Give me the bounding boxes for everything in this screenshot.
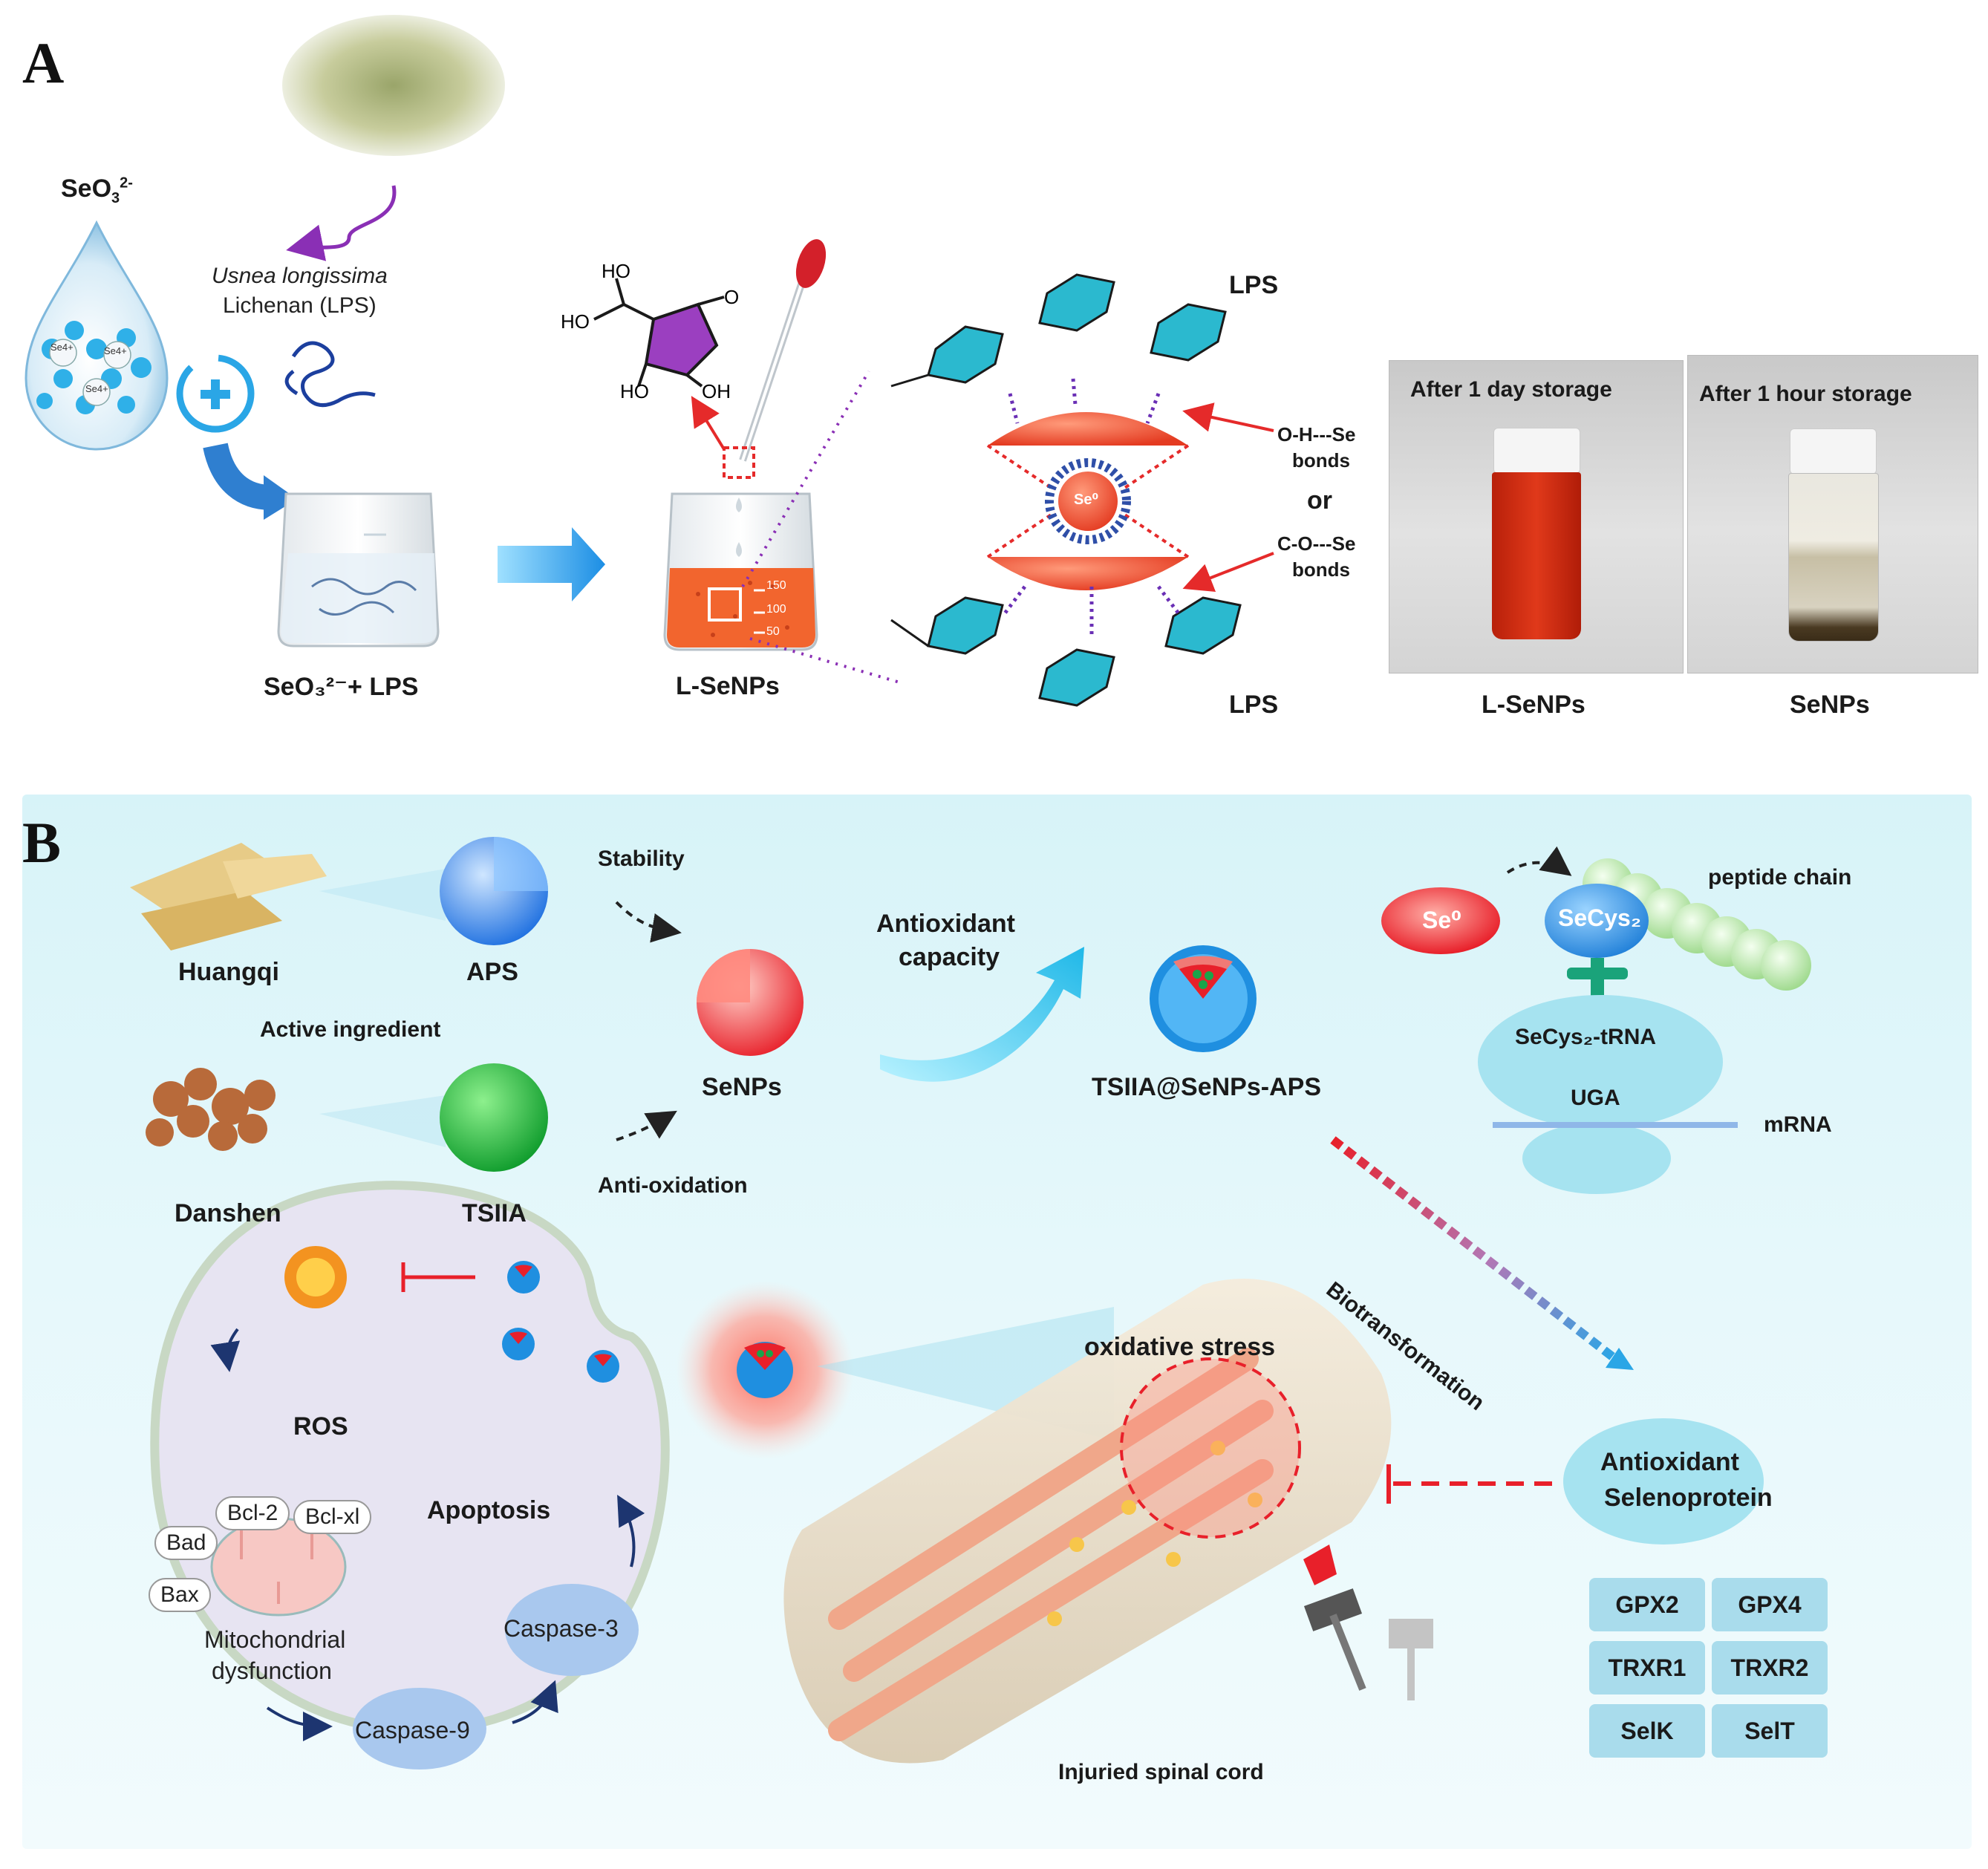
caspase9-label: Caspase-9 bbox=[355, 1717, 470, 1744]
beaker-mark-100: 100 bbox=[766, 603, 786, 616]
huangqi-herb bbox=[130, 843, 327, 950]
selenoprotein-gpx2: GPX2 bbox=[1589, 1578, 1705, 1631]
bond-1-suffix: bonds bbox=[1292, 449, 1350, 472]
photo2-caption: After 1 hour storage bbox=[1699, 382, 1912, 406]
beaker1-label: SeO₃²⁻+ LPS bbox=[264, 673, 419, 701]
secys2-trna-label: SeCys₂-tRNA bbox=[1515, 1025, 1657, 1049]
lps-top-rings bbox=[890, 273, 1227, 388]
photo1-caption: After 1 day storage bbox=[1410, 377, 1612, 402]
bond-2-suffix: bonds bbox=[1292, 558, 1350, 581]
molecule-o: O bbox=[724, 286, 740, 308]
anti-oxidation-label: Anti-oxidation bbox=[598, 1173, 748, 1198]
spinal-cord bbox=[783, 1279, 1392, 1764]
se0-label: Se⁰ bbox=[1422, 907, 1462, 933]
beaker-2 bbox=[663, 492, 818, 651]
danshen-herb bbox=[146, 1068, 276, 1151]
antioxidant-capacity-label-1: Antioxidant bbox=[876, 910, 1015, 938]
panel-b-letter: B bbox=[22, 810, 62, 875]
or-label: or bbox=[1307, 486, 1332, 515]
selenoprotein-selk: SelK bbox=[1589, 1704, 1705, 1758]
ribosome-large bbox=[1478, 995, 1723, 1129]
beaker-mark-150: 150 bbox=[766, 579, 786, 592]
beaker2-label: L-SeNPs bbox=[676, 672, 780, 700]
caspase3-label: Caspase-3 bbox=[503, 1615, 619, 1642]
lichenan-label: Lichenan (LPS) bbox=[223, 293, 377, 318]
aps-label: APS bbox=[466, 958, 518, 986]
ion-label-1: Se4+ bbox=[50, 342, 74, 353]
stability-label: Stability bbox=[598, 847, 685, 871]
beaker-1 bbox=[277, 492, 440, 648]
mrna-label: mRNA bbox=[1764, 1112, 1832, 1137]
oxidative-stress-circle bbox=[1120, 1357, 1301, 1539]
lps-bottom-label: LPS bbox=[1229, 691, 1279, 719]
bad-tag: Bad bbox=[154, 1526, 218, 1560]
mix-plus-icon bbox=[176, 354, 255, 433]
active-ingredient-label: Active ingredient bbox=[260, 1017, 441, 1042]
secys2-label: SeCys₂ bbox=[1558, 904, 1642, 931]
se0-particle bbox=[1381, 887, 1500, 954]
selenoprotein-trxr1: TRXR1 bbox=[1589, 1641, 1705, 1695]
uga-label: UGA bbox=[1571, 1086, 1620, 1110]
lps-top-label: LPS bbox=[1229, 271, 1279, 299]
oxidative-stress-label: oxidative stress bbox=[1084, 1333, 1276, 1361]
injury-hammer-icon bbox=[1303, 1545, 1433, 1700]
pipette bbox=[739, 239, 827, 462]
vial-1 bbox=[1492, 472, 1581, 639]
molecule-ho-3: HO bbox=[620, 380, 649, 402]
caspase9-blob bbox=[353, 1688, 486, 1769]
apoptosis-label: Apoptosis bbox=[427, 1496, 551, 1524]
beaker-mark-50: 50 bbox=[766, 625, 780, 638]
caspase3-blob bbox=[505, 1584, 639, 1676]
molecule-ho-1: HO bbox=[602, 260, 630, 282]
antioxidant-selenoprotein-blob bbox=[1563, 1418, 1764, 1545]
photo2-label: SeNPs bbox=[1790, 691, 1870, 719]
antioxidant-selenoprotein-label-1: Antioxidant bbox=[1600, 1448, 1739, 1476]
vial-2 bbox=[1788, 473, 1879, 642]
bcl2-tag: Bcl-2 bbox=[215, 1496, 290, 1530]
ion-label-3: Se4+ bbox=[85, 383, 108, 394]
lichen-photo bbox=[282, 15, 505, 156]
molecule-ho-2: HO bbox=[561, 310, 590, 333]
selenoprotein-gpx4: GPX4 bbox=[1712, 1578, 1828, 1631]
tsiia-senps-aps-label: TSIIA@SeNPs-APS bbox=[1092, 1073, 1322, 1101]
huangqi-label: Huangqi bbox=[178, 958, 279, 986]
danshen-label: Danshen bbox=[175, 1199, 281, 1227]
selenite-label: SeO32- bbox=[61, 174, 133, 206]
selenoprotein-selt: SelT bbox=[1712, 1704, 1828, 1758]
lichen-species-label: Usnea longissima bbox=[212, 264, 388, 288]
cell-nanoparticles bbox=[502, 1261, 619, 1383]
panel-a-graphics bbox=[25, 185, 1274, 707]
photo-lsenps: After 1 day storage bbox=[1389, 360, 1684, 673]
tsiia-label: TSIIA bbox=[462, 1199, 527, 1227]
bond-2-label: C-O---Se bbox=[1277, 532, 1356, 555]
ion-label-2: Se4+ bbox=[104, 345, 127, 356]
photo1-label: L-SeNPs bbox=[1482, 691, 1585, 719]
bclxl-tag: Bcl-xl bbox=[293, 1500, 372, 1534]
tsiia-sphere bbox=[440, 1063, 548, 1172]
dysfunction-label: dysfunction bbox=[212, 1657, 332, 1684]
bax-tag: Bax bbox=[149, 1578, 211, 1612]
antioxidant-capacity-label-2: capacity bbox=[899, 943, 1000, 971]
selenoprotein-trxr2: TRXR2 bbox=[1712, 1641, 1828, 1695]
antioxidant-selenoprotein-label-2: Selenoprotein bbox=[1604, 1484, 1773, 1512]
bond-1-label: O-H---Se bbox=[1277, 423, 1356, 446]
lps-bottom-rings bbox=[890, 596, 1242, 707]
senps-label: SeNPs bbox=[702, 1073, 782, 1101]
ribosome-small bbox=[1522, 1123, 1671, 1194]
peptide-chain-label: peptide chain bbox=[1708, 865, 1852, 890]
injured-spinal-cord-label: Injuried spinal cord bbox=[1058, 1760, 1264, 1784]
photo-senps: After 1 hour storage bbox=[1687, 355, 1978, 673]
secys2-blob bbox=[1545, 884, 1649, 958]
molecule-oh: OH bbox=[702, 380, 731, 402]
ascorbic-acid-molecule bbox=[593, 278, 725, 388]
panel-a-letter: A bbox=[22, 30, 65, 95]
se-core-label: Se⁰ bbox=[1074, 492, 1099, 508]
selenite-droplet bbox=[25, 220, 169, 451]
ros-label: ROS bbox=[293, 1412, 348, 1441]
mitochondrial-label: Mitochondrial bbox=[204, 1626, 346, 1653]
